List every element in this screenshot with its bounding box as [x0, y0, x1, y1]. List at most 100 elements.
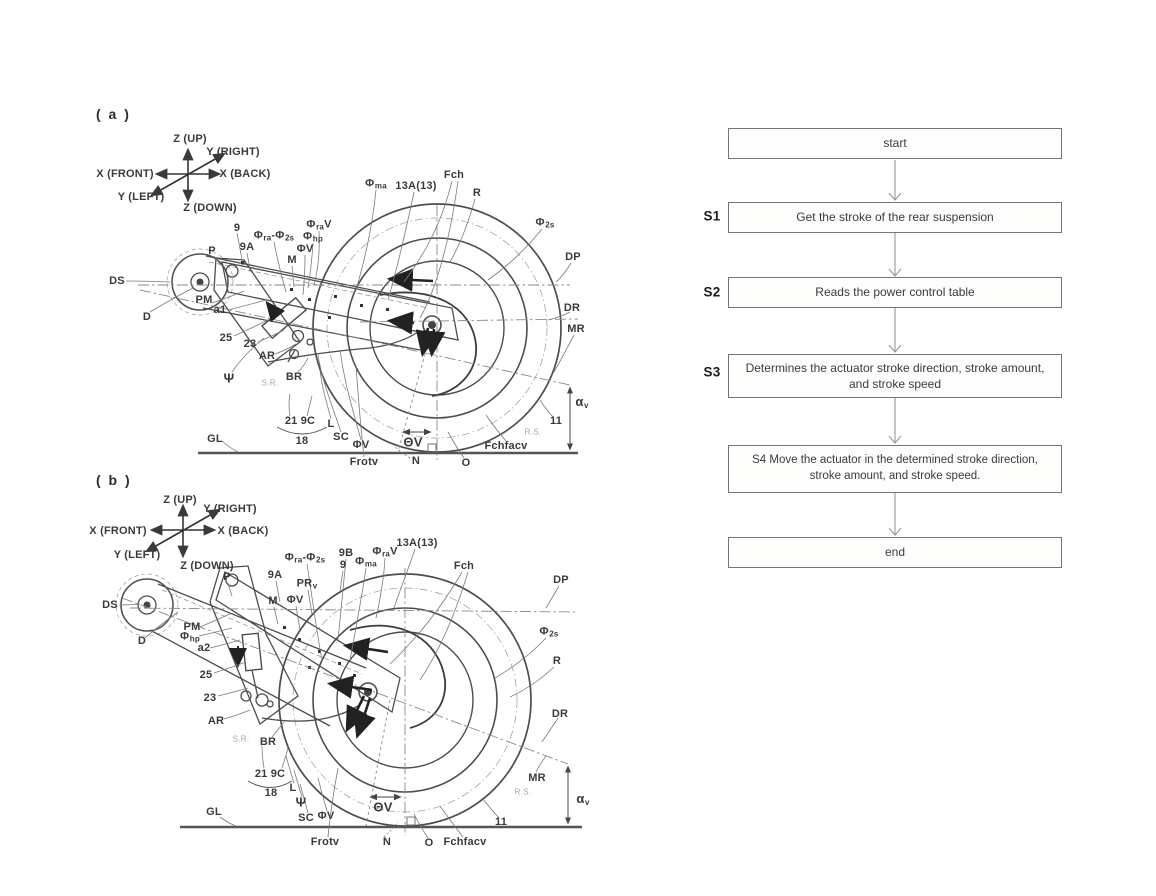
label-m: M	[287, 254, 297, 266]
label-pm: PM	[195, 294, 213, 306]
flow-step-s2-text: Reads the power control table	[815, 285, 975, 300]
label-pm: PM	[183, 621, 201, 633]
label-αv: αv	[575, 394, 589, 410]
label-ar: AR	[258, 350, 276, 362]
label-p: P	[208, 245, 216, 257]
label-y-left: Y (LEFT)	[117, 191, 165, 203]
figure-a-title: ( a )	[96, 106, 131, 122]
label-9: 9	[233, 222, 241, 234]
label-φv: ΦV	[352, 439, 370, 451]
label-frotv: Frotv	[310, 836, 340, 848]
label-9: 9	[339, 559, 347, 571]
label-18: 18	[264, 787, 278, 799]
flow-step-s4-text: S4 Move the actuator in the determined s…	[752, 454, 1038, 482]
label-d: D	[137, 635, 147, 647]
label-z-down: Z (DOWN)	[180, 560, 234, 572]
label-mr: MR	[567, 323, 585, 335]
label-φra-φ2s: Φra-Φ2s	[253, 229, 295, 243]
label-s-r: S.R.	[261, 378, 279, 388]
flow-step-s2: Reads the power control table	[728, 277, 1062, 308]
label-φma: Φma	[365, 177, 387, 191]
label-ψ: Ψ	[223, 370, 235, 386]
label-φhp: Φhp	[303, 230, 323, 244]
label-23: 23	[203, 692, 217, 704]
label-φra-φ2s: Φra-Φ2s	[284, 551, 326, 565]
label-sc: SC	[298, 812, 314, 824]
label-dr: DR	[551, 708, 569, 720]
label-mr: MR	[528, 772, 546, 784]
label-13a-13: 13A(13)	[396, 537, 438, 549]
label-x-back: X (BACK)	[217, 525, 269, 537]
label-αv: αv	[576, 791, 590, 807]
flow-step-id-s2: S2	[703, 284, 721, 300]
label-x-back: X (BACK)	[219, 168, 271, 180]
label-θv: ΘV	[403, 434, 423, 450]
flow-step-id-s3: S3	[703, 364, 721, 380]
label-ds: DS	[102, 599, 118, 611]
label-dp: DP	[565, 251, 581, 263]
label-n: N	[411, 455, 421, 467]
flow-step-s1-text: Get the stroke of the rear suspension	[796, 210, 994, 225]
label-r: R	[552, 655, 562, 667]
flow-step-s3: Determines the actuator stroke direction…	[728, 354, 1062, 398]
label-m: M	[268, 595, 278, 607]
label-br: BR	[285, 371, 303, 383]
label-n: N	[382, 836, 392, 848]
label-gl: GL	[207, 433, 223, 445]
label-l: L	[289, 782, 297, 794]
flow-step-s1: Get the stroke of the rear suspension	[728, 202, 1062, 233]
label-φv: ΦV	[286, 594, 304, 606]
label-r-s: R.S.	[514, 787, 532, 797]
label-fch: Fch	[443, 169, 465, 181]
label-prv: PRv	[296, 577, 318, 591]
label-ds: DS	[109, 275, 125, 287]
flow-step-end: end	[728, 537, 1062, 568]
flow-step-start-text: start	[883, 136, 907, 151]
label-fchfacv: Fchfacv	[443, 836, 487, 848]
flow-step-s4: S4 Move the actuator in the determined s…	[728, 445, 1062, 493]
label-11: 11	[494, 816, 508, 828]
label-13a-13: 13A(13)	[395, 180, 437, 192]
label-23: 23	[243, 338, 257, 350]
label-φhp: Φhp	[180, 630, 200, 644]
label-11: 11	[549, 415, 563, 427]
label-sc: SC	[333, 431, 349, 443]
label-y-left: Y (LEFT)	[113, 549, 161, 561]
label-z-up: Z (UP)	[163, 494, 197, 506]
label-x-front: X (FRONT)	[96, 168, 154, 180]
flow-step-s3-text: Determines the actuator stroke direction…	[745, 360, 1045, 391]
label-r-s: R.S.	[524, 427, 542, 437]
label-φrav: ΦraV	[306, 218, 332, 232]
flow-step-id-s1: S1	[703, 208, 721, 224]
label-o: O	[424, 837, 434, 849]
label-l: L	[327, 418, 335, 430]
label-gl: GL	[206, 806, 222, 818]
label-21-9c: 21 9C	[254, 768, 286, 780]
label-φma: Φma	[355, 555, 377, 569]
label-φ2s: Φ2s	[535, 216, 555, 230]
label-21-9c: 21 9C	[284, 415, 316, 427]
label-y-right: Y (RIGHT)	[206, 146, 260, 158]
label-dr: DR	[563, 302, 581, 314]
label-s-r: S.R.	[232, 734, 250, 744]
label-9a: 9A	[267, 569, 283, 581]
label-d: D	[142, 311, 152, 323]
label-a1: a1	[213, 304, 227, 316]
label-r: R	[472, 187, 482, 199]
label-θv: ΘV	[373, 799, 393, 815]
label-frotv: Frotv	[349, 456, 379, 468]
label-φ2s: Φ2s	[539, 625, 559, 639]
label-z-down: Z (DOWN)	[183, 202, 237, 214]
label-y-right: Y (RIGHT)	[203, 503, 257, 515]
label-φv: ΦV	[296, 243, 314, 255]
label-ar: AR	[207, 715, 225, 727]
flow-step-end-text: end	[884, 545, 906, 560]
label-25: 25	[219, 332, 233, 344]
label-x-front: X (FRONT)	[89, 525, 147, 537]
label-18: 18	[295, 435, 309, 447]
flow-step-start: start	[728, 128, 1062, 159]
label-φrav: ΦraV	[372, 545, 398, 559]
label-br: BR	[259, 736, 277, 748]
